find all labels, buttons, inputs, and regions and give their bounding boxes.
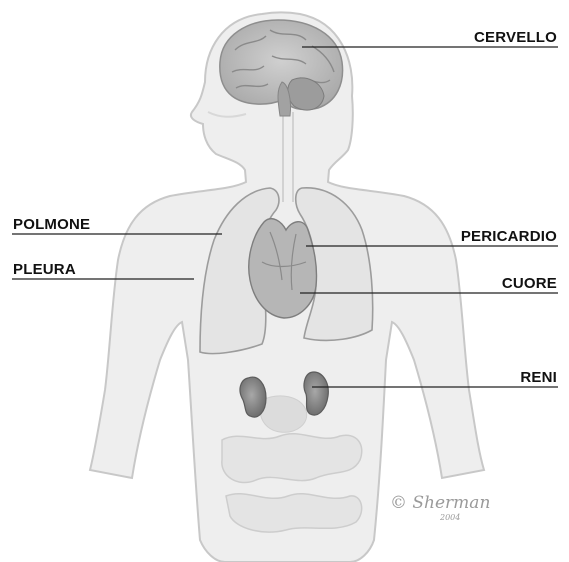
label-pericardium: PERICARDIO <box>461 228 557 245</box>
signature-name: © Sherman <box>390 493 490 513</box>
label-heart: CUORE <box>502 275 557 292</box>
label-brain: CERVELLO <box>474 29 557 46</box>
label-lung: POLMONE <box>13 216 90 233</box>
heart <box>249 219 317 318</box>
heart-shape <box>249 219 317 318</box>
label-pleura: PLEURA <box>13 261 76 278</box>
stomach-shading <box>260 396 306 432</box>
label-kidneys: RENI <box>520 369 557 386</box>
signature-year: 2004 <box>439 513 460 522</box>
artist-signature: © Sherman 2004 <box>390 493 490 522</box>
